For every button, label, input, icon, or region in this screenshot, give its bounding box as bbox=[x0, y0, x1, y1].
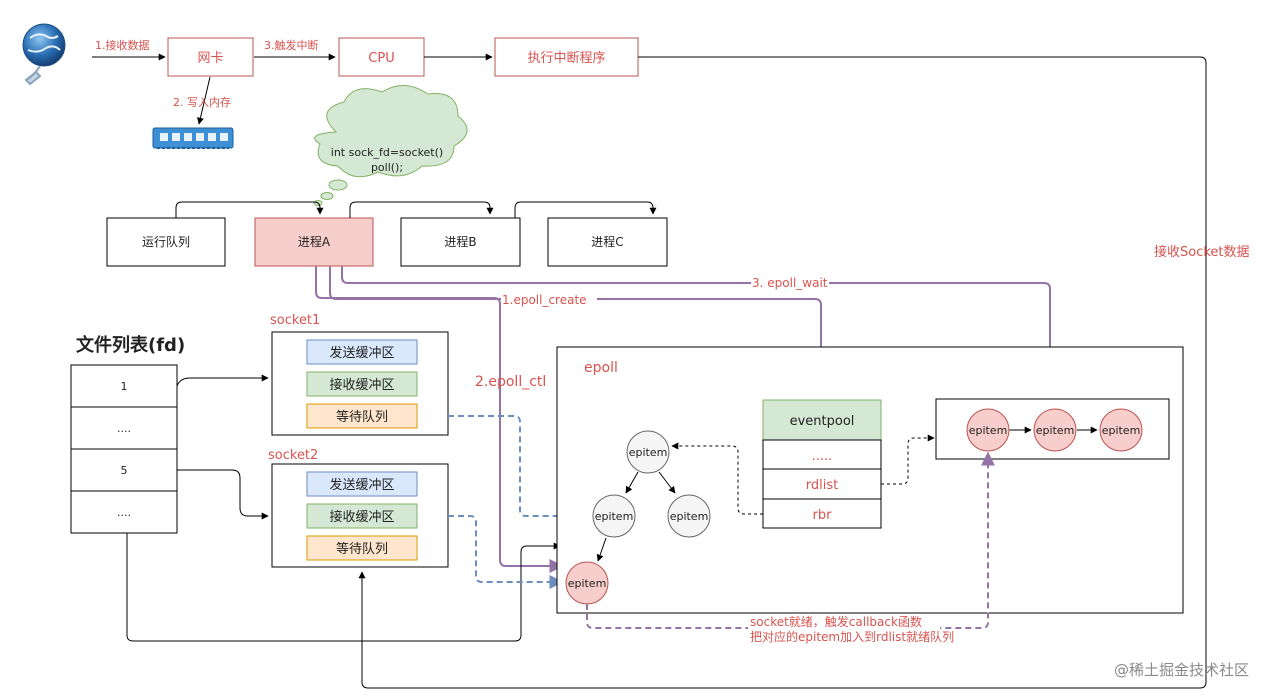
eventpool-box: eventpool ..... rdlist rbr bbox=[762, 399, 882, 529]
process-a-label: 进程A bbox=[298, 234, 331, 249]
arrow-receive-data: 1.接收数据 bbox=[92, 38, 166, 61]
eventpool-row: ..... bbox=[812, 449, 833, 464]
tree-node: epitem bbox=[670, 510, 709, 523]
socket2-wait-queue: 等待队列 bbox=[336, 541, 388, 557]
fd-row: 5 bbox=[121, 464, 128, 477]
ready-epitem: epitem bbox=[969, 424, 1008, 437]
label-receive-data: 1.接收数据 bbox=[95, 38, 150, 52]
link-socket1-wait-to-epitem bbox=[448, 415, 592, 523]
fd-table-title: 文件列表(fd) bbox=[76, 334, 185, 356]
socket1-wait-queue: 等待队列 bbox=[336, 409, 388, 425]
socket2-title: socket2 bbox=[268, 448, 318, 463]
eventpool-row-rdlist: rdlist bbox=[806, 478, 838, 493]
link-fd-table-to-epitem bbox=[126, 533, 561, 642]
socket2-box: 发送缓冲区 接收缓冲区 等待队列 bbox=[271, 463, 449, 568]
arrow-write-memory: 2. 写入内存 bbox=[173, 76, 231, 125]
ready-epitem: epitem bbox=[1102, 424, 1141, 437]
network-globe-icon bbox=[22, 23, 66, 86]
interrupt-handler-label: 执行中断程序 bbox=[527, 51, 605, 66]
label-epoll-ctl: 2.epoll_ctl bbox=[475, 374, 546, 390]
socket2-recv-buffer: 接收缓冲区 bbox=[329, 509, 394, 525]
line-epoll-wait bbox=[341, 266, 1057, 396]
arrow-trigger-interrupt: 3.触发中断 bbox=[254, 38, 336, 61]
interrupt-handler-box: 执行中断程序 bbox=[494, 37, 639, 77]
memory-chip-icon bbox=[152, 127, 234, 149]
process-a-box: 进程A bbox=[254, 217, 374, 267]
label-epoll-wait: 3. epoll_wait bbox=[752, 276, 828, 290]
link-queue-to-a bbox=[175, 201, 324, 218]
fd-table: 1 .... 5 .... bbox=[70, 364, 178, 534]
run-queue-label: 运行队列 bbox=[142, 234, 190, 249]
tree-node: epitem bbox=[595, 510, 634, 523]
footer-watermark: @稀土掘金技术社区 bbox=[1114, 661, 1249, 679]
link-a-to-b bbox=[349, 201, 494, 218]
label-bg bbox=[501, 292, 597, 306]
line-receive-socket-data bbox=[358, 56, 1207, 689]
label-bg bbox=[748, 614, 940, 646]
link-b-to-c bbox=[514, 201, 657, 218]
link-rbr-to-tree bbox=[671, 442, 763, 515]
thought-line-2: poll(); bbox=[371, 161, 403, 174]
process-b-label: 进程B bbox=[444, 234, 476, 249]
eventpool-label: eventpool bbox=[790, 414, 855, 429]
run-queue-box: 运行队列 bbox=[106, 217, 226, 267]
rb-tree: epitem epitem epitem epitem bbox=[565, 430, 711, 605]
link-fd1-socket1 bbox=[176, 374, 269, 387]
nic-label: 网卡 bbox=[197, 51, 223, 66]
socket2-send-buffer: 发送缓冲区 bbox=[329, 477, 394, 493]
cpu-box: CPU bbox=[338, 37, 425, 77]
ready-list-box: epitem epitem epitem bbox=[935, 398, 1170, 460]
label-receive-socket-data: 接收Socket数据 bbox=[1154, 244, 1250, 260]
socket1-recv-buffer: 接收缓冲区 bbox=[329, 377, 394, 393]
callback-note-line2: 把对应的epitem加入到rdlist就绪队列 bbox=[750, 629, 954, 644]
thought-bubble: int sock_fd=socket() poll(); bbox=[313, 85, 468, 206]
socket1-box: 发送缓冲区 接收缓冲区 等待队列 bbox=[271, 331, 449, 436]
tree-node: epitem bbox=[629, 446, 668, 459]
socket1-title: socket1 bbox=[270, 313, 320, 328]
epoll-label: epoll bbox=[584, 360, 618, 376]
thought-line-1: int sock_fd=socket() bbox=[331, 146, 443, 159]
label-trigger-interrupt: 3.触发中断 bbox=[264, 38, 319, 52]
line-epoll-ctl bbox=[315, 266, 564, 573]
process-c-box: 进程C bbox=[547, 217, 668, 267]
label-bg bbox=[751, 275, 829, 289]
fd-row: .... bbox=[117, 422, 131, 435]
link-socket2-wait-to-epitem bbox=[448, 515, 564, 589]
label-epoll-create: 1.epoll_create bbox=[502, 293, 587, 307]
fd-row: 1 bbox=[121, 380, 128, 393]
tree-node-ready: epitem bbox=[568, 577, 607, 590]
label-write-memory: 2. 写入内存 bbox=[173, 95, 231, 109]
cpu-label: CPU bbox=[368, 51, 394, 66]
process-c-label: 进程C bbox=[591, 234, 623, 249]
socket1-send-buffer: 发送缓冲区 bbox=[329, 345, 394, 361]
nic-box: 网卡 bbox=[167, 37, 254, 77]
process-b-box: 进程B bbox=[400, 217, 521, 267]
fd-row: .... bbox=[117, 506, 131, 519]
callback-note-line1: socket就绪，触发callback函数 bbox=[750, 614, 922, 629]
eventpool-row-rbr: rbr bbox=[813, 508, 833, 523]
link-fd5-socket2 bbox=[177, 469, 269, 520]
ready-epitem: epitem bbox=[1036, 424, 1075, 437]
